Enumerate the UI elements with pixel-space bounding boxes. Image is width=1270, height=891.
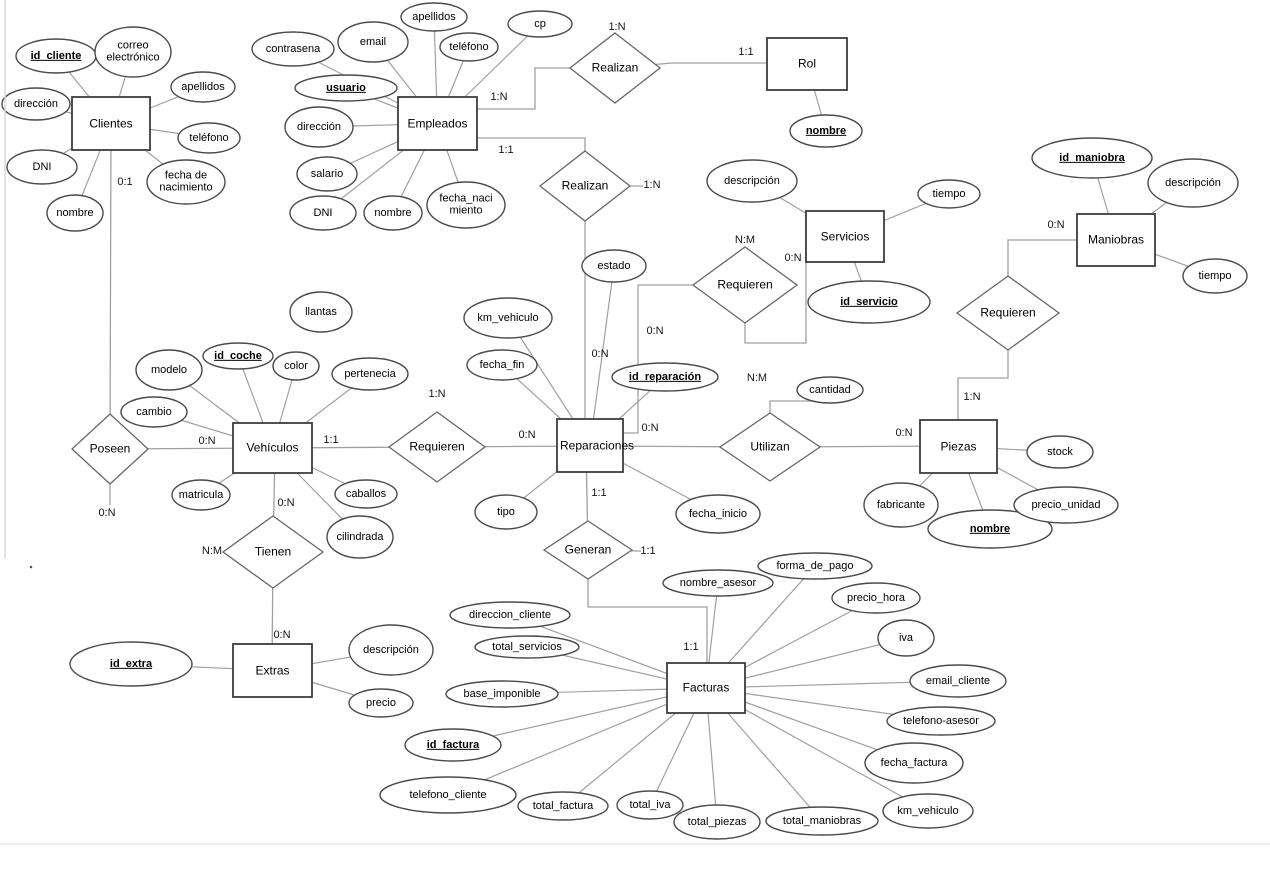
relationship-utilizan bbox=[718, 412, 822, 482]
attribute-vehiculos_cambio bbox=[120, 396, 188, 428]
attribute-empleados_dni bbox=[289, 195, 357, 231]
entity-maniobras bbox=[1076, 213, 1156, 267]
attribute-empleados_telefono bbox=[439, 32, 499, 62]
attribute-facturas_base_imponible bbox=[445, 680, 559, 708]
attribute-vehiculos_color bbox=[272, 351, 320, 381]
attribute-empleados_salario bbox=[296, 156, 358, 192]
attribute-piezas_nombre bbox=[927, 509, 1053, 549]
entity-empleados bbox=[397, 96, 478, 151]
attribute-clientes_apellidos bbox=[170, 71, 236, 103]
relationship-requieren_vehiculos bbox=[387, 411, 487, 483]
stray-dot bbox=[29, 565, 33, 569]
attribute-servicios_tiempo bbox=[917, 179, 981, 209]
connection-clientes-poseen bbox=[109, 122, 112, 450]
attribute-clientes_telefono bbox=[177, 122, 241, 154]
entity-extras bbox=[232, 643, 313, 698]
relationship-realizan_rol bbox=[568, 32, 662, 104]
attribute-facturas_id_factura bbox=[404, 728, 502, 762]
attribute-facturas_email_cliente bbox=[909, 664, 1007, 698]
attribute-clientes_correo bbox=[94, 26, 172, 78]
attribute-line-facturas_id_factura bbox=[452, 687, 707, 746]
attribute-facturas_total_piezas bbox=[673, 804, 761, 840]
attribute-facturas_total_iva bbox=[616, 790, 684, 820]
attribute-maniobras_id_maniobra bbox=[1031, 137, 1153, 179]
relationship-realizan_reparaciones bbox=[538, 150, 632, 222]
attribute-extras_id_extra bbox=[69, 641, 193, 687]
attribute-facturas_total_maniobras bbox=[765, 806, 879, 836]
attribute-empleados_cp bbox=[507, 10, 573, 38]
attribute-empleados_usuario bbox=[294, 74, 398, 102]
attribute-extras_descripcion bbox=[348, 624, 434, 676]
attribute-piezas_fabricante bbox=[863, 482, 939, 528]
attribute-utilizan_cantidad bbox=[796, 376, 864, 404]
attribute-line-reparaciones_estado bbox=[589, 265, 615, 446]
attribute-empleados_fecha_nacimiento bbox=[426, 181, 506, 229]
attribute-piezas_stock bbox=[1026, 435, 1094, 469]
attribute-facturas_direccion_cliente bbox=[449, 601, 571, 629]
attribute-reparaciones_km_vehiculo bbox=[463, 297, 553, 339]
attribute-facturas_nombre_asesor bbox=[662, 569, 774, 597]
attribute-empleados_nombre bbox=[363, 195, 423, 231]
attribute-maniobras_descripcion bbox=[1147, 158, 1239, 208]
attribute-extras_precio bbox=[348, 688, 414, 718]
attribute-vehiculos_id_coche bbox=[202, 342, 274, 370]
attribute-facturas_telefono_asesor bbox=[886, 706, 996, 736]
attribute-clientes_direccion bbox=[1, 87, 71, 121]
attribute-empleados_direccion bbox=[284, 106, 354, 148]
attribute-facturas_iva bbox=[877, 619, 935, 657]
attribute-empleados_contrasena bbox=[251, 31, 335, 67]
attribute-reparaciones_fecha_fin bbox=[466, 349, 538, 381]
attribute-facturas_fecha_factura bbox=[864, 742, 964, 784]
attribute-facturas_km_vehiculo bbox=[882, 793, 974, 829]
attribute-line-facturas_telefono_cliente bbox=[447, 687, 707, 796]
attribute-facturas_precio_hora bbox=[831, 582, 921, 614]
entity-clientes bbox=[71, 96, 151, 151]
attribute-vehiculos_modelo bbox=[135, 349, 203, 391]
attribute-clientes_fecha_nacimiento bbox=[146, 159, 226, 205]
attribute-vehiculos_pertenecia bbox=[331, 357, 409, 391]
attribute-piezas_precio_unidad bbox=[1013, 486, 1119, 524]
attribute-reparaciones_id_reparacion bbox=[611, 362, 719, 392]
attribute-servicios_descripcion bbox=[706, 159, 798, 203]
attribute-reparaciones_fecha_inicio bbox=[675, 494, 761, 534]
entity-vehiculos bbox=[232, 422, 313, 474]
attribute-maniobras_tiempo bbox=[1182, 258, 1248, 294]
attribute-facturas_total_factura bbox=[517, 791, 609, 821]
attribute-rol_nombre bbox=[789, 114, 863, 148]
attribute-facturas_forma_de_pago bbox=[757, 552, 873, 580]
relationship-generan bbox=[542, 520, 634, 580]
attribute-servicios_id_servicio bbox=[807, 280, 931, 324]
decorations-layer bbox=[0, 0, 1270, 845]
attribute-vehiculos_cilindrada bbox=[326, 515, 394, 559]
entity-rol bbox=[766, 37, 848, 91]
relationship-poseen bbox=[71, 413, 149, 485]
attribute-vehiculos_caballos bbox=[334, 479, 398, 509]
entity-piezas bbox=[919, 419, 998, 474]
entity-servicios bbox=[805, 210, 885, 263]
attribute-clientes_dni bbox=[6, 149, 78, 185]
entity-facturas bbox=[666, 662, 746, 714]
attribute-empleados_apellidos bbox=[400, 2, 468, 32]
attribute-empleados_email bbox=[337, 21, 409, 63]
attribute-reparaciones_tipo bbox=[474, 494, 538, 530]
entity-reparaciones bbox=[556, 418, 624, 473]
attribute-vehiculos_llantas bbox=[289, 291, 353, 333]
attribute-vehiculos_matricula bbox=[171, 479, 231, 511]
shapes-layer bbox=[1, 2, 1248, 840]
relationship-requieren_servicios bbox=[691, 246, 799, 324]
attribute-reparaciones_estado bbox=[581, 249, 647, 283]
attribute-facturas_telefono_cliente bbox=[379, 776, 517, 814]
attribute-clientes_id_cliente bbox=[15, 38, 97, 74]
attribute-facturas_total_servicios bbox=[474, 635, 580, 659]
relationship-tienen bbox=[221, 515, 325, 589]
relationship-requieren_maniobras bbox=[955, 275, 1061, 351]
attribute-clientes_nombre bbox=[46, 194, 104, 232]
